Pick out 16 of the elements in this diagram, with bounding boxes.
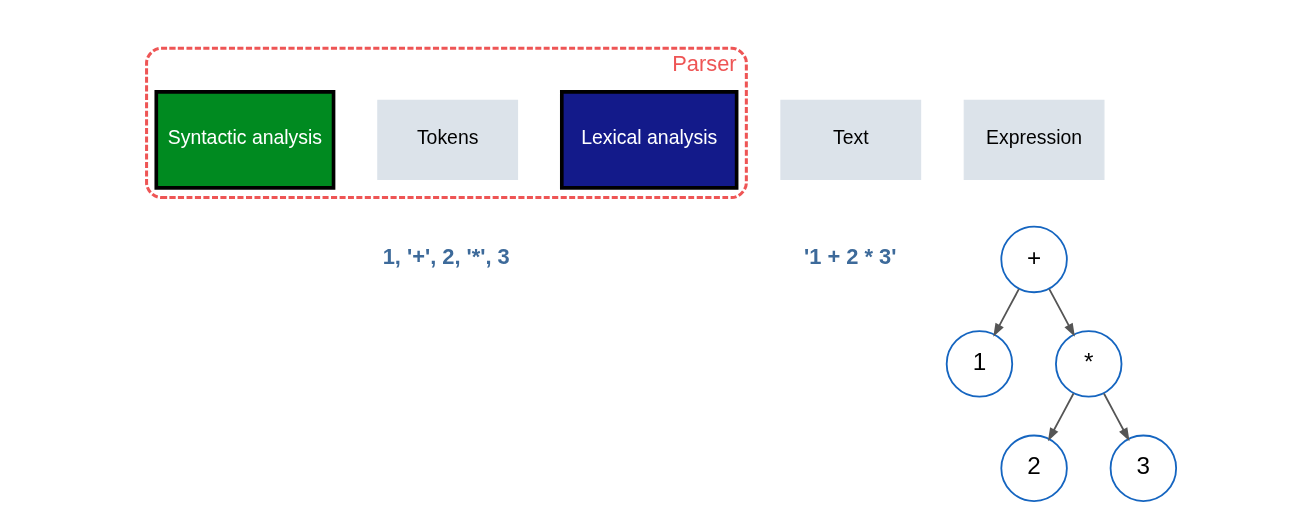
node-circle: 2 (1000, 434, 1068, 502)
node-circle: * (1055, 330, 1123, 398)
node-box: Text (780, 99, 922, 180)
arrow (1103, 392, 1130, 442)
label: 1, '+', 2, '*', 3 (382, 243, 510, 269)
node-circle: 1 (945, 330, 1014, 398)
node-box: Tokens (377, 99, 519, 180)
node-box: Syntactic analysis (154, 90, 336, 190)
node-box: Lexical analysis (559, 90, 739, 190)
arrow (1048, 288, 1075, 337)
arrow (1047, 392, 1075, 442)
node-box: Expression (963, 99, 1105, 180)
arrow (993, 288, 1020, 337)
label: '1 + 2 * 3' (804, 243, 897, 269)
node-circle: 3 (1109, 434, 1178, 502)
node-circle: + (1000, 225, 1068, 294)
